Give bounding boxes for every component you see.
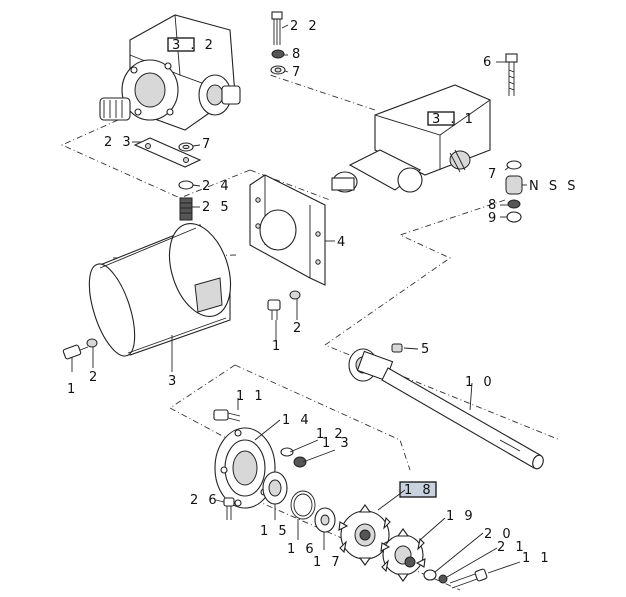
nss-fastener-stack	[505, 160, 523, 223]
bolt-1-washer-2-bracket	[267, 290, 301, 320]
label-2-bracket: 2	[293, 321, 304, 336]
label-8-right: 8	[488, 198, 499, 213]
label-20: 2 0	[484, 527, 514, 542]
label-16: 1 6	[287, 542, 317, 557]
label-17: 1 7	[313, 555, 343, 570]
label-3: 3	[168, 374, 179, 389]
label-9: 9	[488, 211, 499, 226]
bolt-1-washer-2-left	[62, 338, 98, 360]
bolt-6	[505, 53, 518, 96]
label-10: 1 0	[465, 375, 495, 390]
label-11-bottom: 1 1	[522, 551, 552, 566]
label-1-left: 1	[67, 382, 78, 397]
label-3-2: 3 . 2	[172, 38, 216, 53]
washer-20-21-bolt-11	[423, 568, 488, 589]
label-4: 4	[337, 235, 348, 250]
label-14: 1 4	[282, 413, 312, 428]
callout-box-3-1	[427, 111, 455, 126]
callout-box-3-2	[167, 37, 195, 52]
mounting-bracket-4	[249, 174, 326, 286]
bolt-22-stack	[270, 11, 286, 75]
drive-shaft-10	[348, 343, 544, 470]
label-nss: N S S	[529, 179, 579, 194]
sprocket-19	[380, 528, 426, 582]
label-22: 2 2	[290, 19, 320, 34]
label-19: 1 9	[446, 509, 476, 524]
label-5: 5	[421, 342, 432, 357]
bearing-housing-14	[213, 409, 307, 520]
label-6: 6	[483, 55, 494, 70]
label-12: 1 2	[316, 427, 346, 442]
label-7-plate: 7	[202, 137, 213, 152]
label-2-left: 2	[89, 370, 100, 385]
label-23: 2 3	[104, 135, 134, 150]
label-21: 2 1	[497, 540, 527, 555]
label-15: 1 5	[260, 524, 290, 539]
leader-lines	[71, 24, 527, 578]
label-11-top: 1 1	[236, 389, 266, 404]
callout-box-18-highlight	[399, 481, 437, 498]
sprocket-18	[338, 504, 392, 566]
label-18: 1 8	[404, 483, 434, 498]
gearbox-3-1	[331, 84, 491, 193]
label-26: 2 6	[190, 493, 220, 508]
label-24: 2 4	[202, 179, 232, 194]
label-13: 1 3	[322, 436, 352, 451]
label-8-top: 8	[292, 47, 303, 62]
label-1-bracket: 1	[272, 339, 283, 354]
label-7-top: 7	[292, 65, 303, 80]
plate-23-and-fasteners	[133, 137, 202, 221]
guard-cylinder-3	[88, 222, 232, 357]
label-25: 2 5	[202, 200, 232, 215]
bearing-15-circlip-16-washer-17	[262, 471, 336, 533]
gearbox-3-2	[99, 14, 241, 131]
callout-labels: 3 . 2 3 . 1 2 2 8 7 6 2 3 7 2 4 2 5 4 7 …	[67, 19, 579, 570]
label-7-right: 7	[488, 167, 499, 182]
label-3-1: 3 . 1	[432, 112, 476, 127]
